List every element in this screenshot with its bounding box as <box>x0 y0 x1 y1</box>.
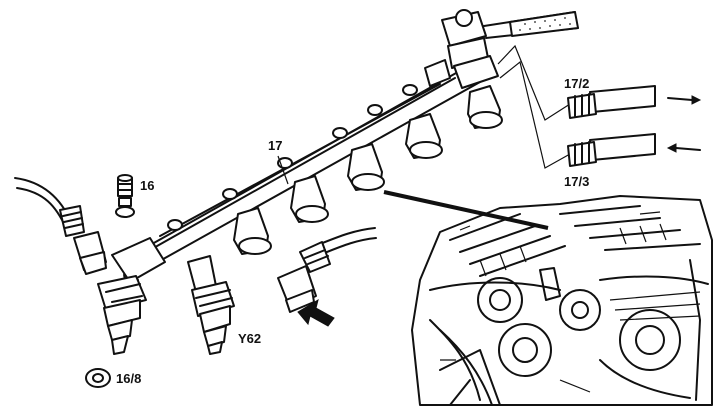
injector-seats <box>233 85 503 255</box>
wiring-connector-left <box>14 177 107 275</box>
pointer-arrow-icon <box>297 298 335 327</box>
bolt <box>115 174 135 218</box>
label-seal-ring: 16/8 <box>116 371 141 386</box>
pressure-regulator <box>441 9 579 89</box>
seal-ring <box>85 368 111 388</box>
leader-line-rail <box>277 155 289 185</box>
injector-left <box>97 275 147 355</box>
rail-mounting-lugs <box>167 59 451 231</box>
injector-seat <box>290 175 329 223</box>
label-bolt: 16 <box>140 178 154 193</box>
leader-line-supply <box>497 44 571 121</box>
engine-view <box>411 195 713 406</box>
label-supply-line: 17/2 <box>564 76 589 91</box>
injector-seat <box>347 143 385 191</box>
label-injector: Y62 <box>238 331 261 346</box>
injector-seat <box>405 113 443 159</box>
arrow-left-icon <box>666 143 701 153</box>
injector-y62 <box>187 255 235 355</box>
injector-seat <box>233 207 272 255</box>
injector-seat <box>467 85 503 129</box>
label-return-line: 17/3 <box>564 174 589 189</box>
label-fuel-rail: 17 <box>268 138 282 153</box>
arrow-right-icon <box>667 95 702 105</box>
pointer-line-to-engine <box>383 190 549 230</box>
fuel-supply-line <box>567 85 656 119</box>
fuel-rail <box>111 67 481 283</box>
leader-line-return <box>499 60 571 169</box>
connector-plug <box>277 227 377 313</box>
fuel-return-line <box>567 133 656 167</box>
